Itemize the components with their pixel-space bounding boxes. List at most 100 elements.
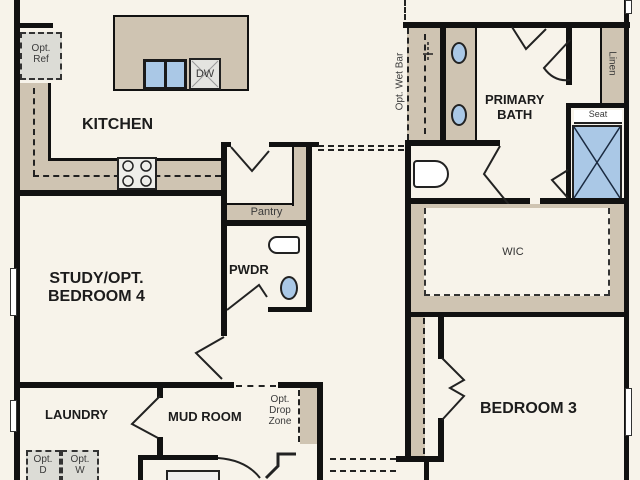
pantry-top-wall-right <box>269 142 319 147</box>
opt-dryer-label: Opt. D <box>33 454 53 476</box>
pantry-shelf-edge-h <box>227 203 294 205</box>
opt-dryer <box>26 450 61 480</box>
pwdr-toilet <box>268 236 300 254</box>
room-label-wic: WIC <box>502 246 524 258</box>
stair-box <box>166 470 220 480</box>
shower-door-swing-icon <box>550 169 569 199</box>
laundry-mud-top-wall <box>150 382 234 388</box>
window-left-study <box>10 268 17 316</box>
linen-shelves <box>602 28 624 103</box>
cooktop-burners-icon <box>122 160 152 187</box>
drop-zone-bench <box>300 388 317 444</box>
pantry-shelf-edge <box>292 147 294 206</box>
dw-label: DW <box>195 68 215 80</box>
opening-dash-hall <box>318 145 404 147</box>
kitchen-bottom-wall <box>18 190 224 196</box>
garage-door-swing-icon <box>217 452 296 480</box>
laundry-door-swing-icon <box>130 395 161 439</box>
pantry-door-swing-icon <box>230 146 270 173</box>
mud-room-inner-wall <box>138 455 218 460</box>
pantry-shelf-side <box>292 147 306 207</box>
wic-bottom-wall <box>411 312 629 317</box>
wc-left-wall <box>405 140 411 200</box>
room-label-pwdr: PWDR <box>229 262 269 277</box>
window-right-bedroom3 <box>625 388 632 436</box>
wic-left-wall <box>405 204 411 460</box>
window-left-laundry <box>10 400 17 432</box>
hall-bottom-opening-dash <box>330 458 396 460</box>
shower-left-wall <box>566 108 571 206</box>
laundry-mud-divider-top <box>157 388 163 398</box>
study-bottom-wall <box>18 382 228 388</box>
pantry-top-wall <box>221 142 231 147</box>
outer-wall-right <box>624 0 629 480</box>
kitchen-ref-wall <box>18 23 53 28</box>
pantry-bottom-wall <box>221 220 311 226</box>
wc-top-wall <box>405 140 500 146</box>
bath-vanity-edge <box>475 28 477 140</box>
wet-bar-opening-dash <box>404 0 406 20</box>
room-label-bedroom-3: BEDROOM 3 <box>480 400 577 417</box>
bedroom3-closet-wall-bottom <box>438 418 444 460</box>
bath-left-wall <box>440 22 446 144</box>
study-right-wall <box>221 196 227 336</box>
mud-room-top-right-wall <box>278 382 323 388</box>
opt-washer-label: Opt. W <box>70 454 90 476</box>
wet-bar-sink-icon <box>423 42 433 60</box>
wet-bar-dash-left <box>407 28 409 140</box>
opening-dash-hall-2 <box>318 149 404 151</box>
mud-room-inner-wall-left <box>138 455 143 480</box>
linen-label: Linen <box>606 51 618 76</box>
pwdr-door-swing-icon <box>226 283 268 311</box>
opt-ref-space <box>20 32 62 80</box>
laundry-mud-divider-bottom <box>157 437 163 457</box>
opt-washer <box>61 450 99 480</box>
linen-bottom-wall <box>566 103 626 108</box>
bath-top-wall <box>440 22 630 28</box>
sink-basin-left <box>146 62 164 87</box>
bath-sink-top <box>451 42 467 64</box>
shower-seat-label: Seat <box>574 109 622 124</box>
bath-sink-bottom <box>451 104 467 126</box>
wc-bottom-wall <box>405 198 530 204</box>
wc-toilet <box>413 160 449 188</box>
linen-door-swing-icon <box>542 39 571 82</box>
wet-bar-top-wall <box>403 22 443 28</box>
bedroom3-closet-door-icon <box>441 357 466 421</box>
bedroom3-bottom-wall <box>396 456 444 462</box>
room-label-mud-room: MUD ROOM <box>168 409 242 424</box>
room-label-laundry: LAUNDRY <box>45 407 109 422</box>
mud-room-opening-dash <box>236 385 276 387</box>
wic-interior <box>424 208 610 296</box>
linen-left-wall <box>566 25 572 85</box>
study-door-swing-icon <box>194 336 225 380</box>
island-sink <box>143 59 187 90</box>
hall-bottom-opening-dash-2 <box>330 470 396 472</box>
shower-x-icon <box>573 126 621 199</box>
mud-room-right-wall <box>317 382 323 480</box>
dishwasher-x-icon <box>191 60 219 88</box>
drop-zone-dash <box>298 390 300 442</box>
linen-shelf-edge <box>600 28 602 103</box>
sink-basin-right <box>166 62 184 87</box>
opt-wet-bar-label: Opt. Wet Bar <box>394 52 406 111</box>
pwdr-sink <box>280 276 298 300</box>
bedroom3-closet-wall-top <box>438 317 444 359</box>
pantry-wall-right <box>306 142 312 312</box>
bedroom3-closet <box>411 317 425 457</box>
opt-drop-zone-label: Opt. Drop Zone <box>268 394 292 427</box>
room-label-primary-bath: PRIMARY BATH <box>485 92 545 122</box>
opt-ref-label: Opt. Ref <box>31 43 51 65</box>
wc-shower-bottom-wall <box>540 198 628 204</box>
pwdr-bottom-wall <box>268 307 312 312</box>
counter-edge-left <box>48 83 51 161</box>
room-label-study: STUDY/OPT. BEDROOM 4 <box>48 270 145 306</box>
bath-door-swing-icon <box>511 26 547 51</box>
pantry-shelf <box>227 204 306 221</box>
outer-wall-left <box>14 0 20 480</box>
window-right-top <box>625 0 632 14</box>
bedroom3-closet-dash <box>423 318 425 454</box>
room-label-kitchen: KITCHEN <box>82 116 154 133</box>
counter-dash-left <box>33 88 35 176</box>
